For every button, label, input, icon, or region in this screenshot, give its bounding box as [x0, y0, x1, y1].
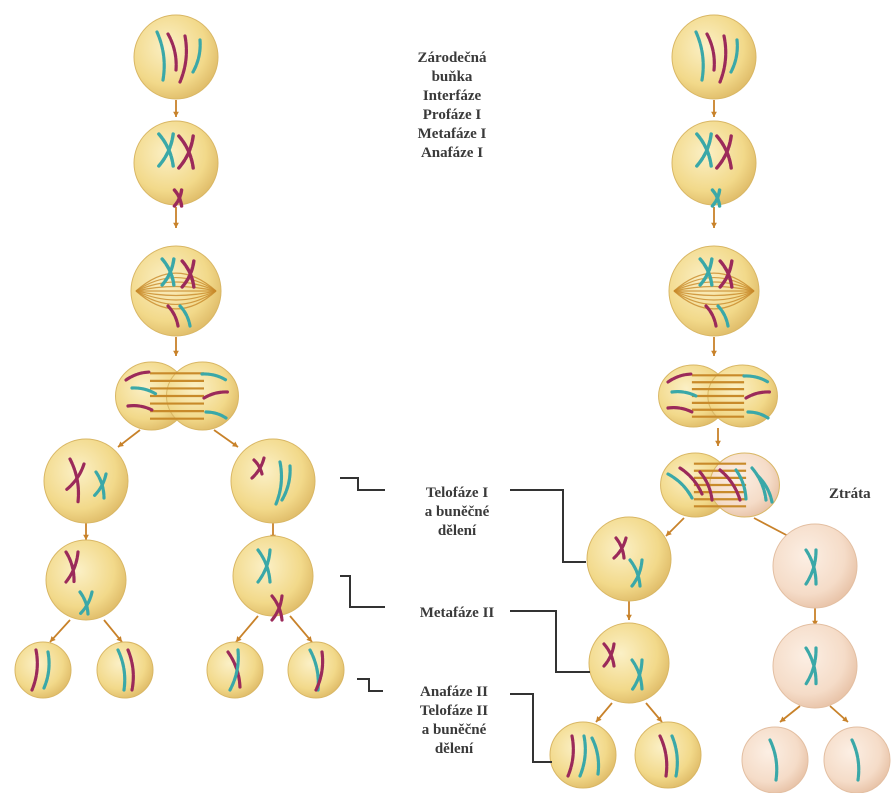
label-telophase-1: Telofáze I a buněčné dělení [397, 484, 517, 541]
cell-body [233, 536, 313, 616]
down-arrow-icon [290, 616, 312, 642]
arrow-head [711, 351, 717, 356]
cell-icon [773, 624, 857, 708]
arrow-head [711, 223, 717, 228]
cell-body [550, 722, 616, 788]
cell-icon [233, 536, 313, 620]
label-anaphase-2: Anafáze II Telofáze II a buněčné dělení [394, 683, 514, 759]
bracket-connector-icon [510, 611, 590, 672]
cell-icon [773, 524, 857, 608]
cell-icon [669, 246, 759, 336]
down-arrow-icon [830, 706, 848, 722]
label-metaphase-2: Metafáze II [397, 604, 517, 623]
down-arrow-icon [780, 706, 800, 722]
label-stages-top: Zárodečná buňka Interfáze Profáze I Meta… [392, 49, 512, 163]
cell-icon [97, 642, 153, 698]
cell-body [635, 722, 701, 788]
cell-icon [672, 15, 756, 99]
cell-body [231, 439, 315, 523]
down-arrow-icon [812, 608, 818, 626]
arrow-head [173, 112, 179, 117]
cell-icon [288, 642, 344, 698]
bracket-connector-icon [340, 478, 385, 490]
cell-icon [231, 439, 315, 523]
down-arrow-icon [118, 430, 140, 447]
down-arrow-icon [646, 703, 662, 722]
cell-icon [589, 623, 669, 703]
bracket-connector-icon [340, 576, 385, 607]
cell-icon [46, 540, 126, 620]
down-arrow-icon [711, 337, 717, 356]
cell-icon [15, 642, 71, 698]
cell-icon [742, 727, 808, 793]
cell-body [207, 642, 263, 698]
down-arrow-icon [236, 616, 258, 642]
arrow-head [711, 112, 717, 117]
down-arrow-icon [626, 601, 632, 620]
arrow-head [173, 351, 179, 356]
arrow-head [83, 535, 89, 540]
down-arrow-icon [596, 703, 612, 722]
bracket-connector-icon [510, 490, 586, 562]
bracket-connector-icon [510, 694, 552, 762]
down-arrow-icon [83, 523, 89, 540]
label-loss: Ztráta [829, 485, 891, 504]
down-arrow-icon [214, 430, 238, 447]
down-arrow-icon [50, 620, 70, 642]
cell-icon [587, 517, 671, 601]
cell-icon [672, 121, 756, 206]
cell-body [589, 623, 669, 703]
down-arrow-icon [666, 518, 684, 536]
cell-icon [824, 727, 890, 793]
down-arrow-icon [711, 207, 717, 228]
dividing-cell-icon [659, 365, 778, 427]
down-arrow-icon [715, 428, 721, 446]
bracket-connector-icon [357, 679, 383, 691]
cell-icon [44, 439, 128, 523]
cell-body [44, 439, 128, 523]
cell-icon [134, 15, 218, 99]
down-arrow-icon [104, 620, 122, 642]
arrow-head [626, 615, 632, 620]
cell-icon [635, 722, 701, 788]
down-arrow-icon [173, 337, 179, 356]
down-arrow-icon [173, 207, 179, 228]
down-arrow-icon [173, 100, 179, 117]
dividing-cell-icon [661, 453, 780, 517]
cell-icon [550, 722, 616, 788]
arrow-head [715, 441, 721, 446]
down-arrow-icon [711, 100, 717, 117]
cell-icon [207, 642, 263, 698]
cell-icon [134, 121, 218, 206]
arrow-head [173, 223, 179, 228]
dividing-cell-icon [116, 362, 239, 430]
cell-body [15, 642, 71, 698]
cell-icon [131, 246, 221, 336]
